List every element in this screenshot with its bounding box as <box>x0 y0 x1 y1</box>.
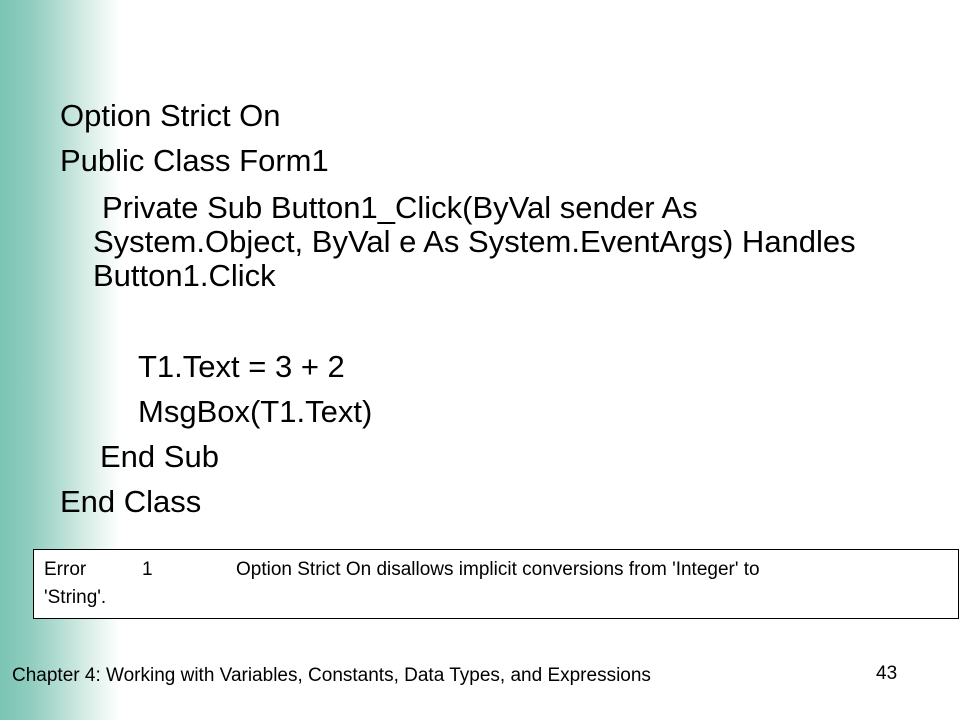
error-number: 1 <box>142 559 153 580</box>
code-line-class-declaration: Public Class Form1 <box>60 143 329 178</box>
code-listing: Option Strict On Public Class Form1 Priv… <box>60 98 856 519</box>
code-line-option-strict: Option Strict On <box>60 98 281 133</box>
code-line-sub-declaration: Private Sub Button1_Click(ByVal sender A… <box>93 190 856 293</box>
error-message-box: Error 1 Option Strict On disallows implici… <box>33 549 959 619</box>
code-line-assignment: T1.Text = 3 + 2 <box>138 349 345 384</box>
error-message-line1: Option Strict On disallows implicit conv… <box>236 559 760 580</box>
chapter-footer: Chapter 4: Working with Variables, Const… <box>12 665 651 686</box>
code-line-msgbox: MsgBox(T1.Text) <box>138 394 373 429</box>
page-number: 43 <box>876 663 898 684</box>
error-label: Error <box>44 559 87 580</box>
code-line-end-class: End Class <box>60 484 202 519</box>
error-row: Error 1 Option Strict On disallows implici… <box>44 556 948 584</box>
code-line-end-sub: End Sub <box>100 439 219 474</box>
error-message-line2: 'String'. <box>44 587 107 608</box>
